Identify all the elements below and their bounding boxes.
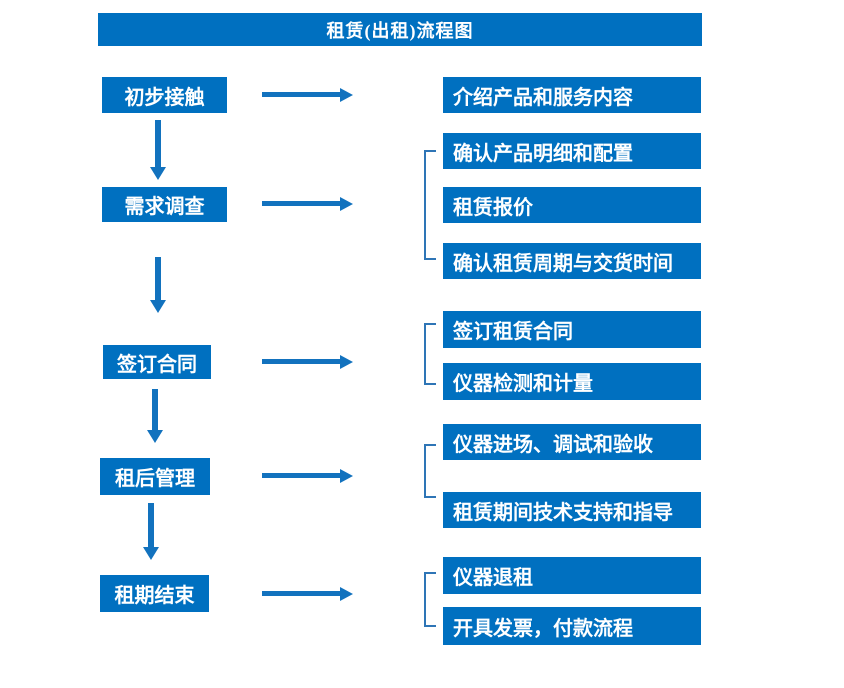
stage-box-rental-end: 租期结束 — [100, 575, 209, 612]
group-bracket-sign-contract — [424, 323, 436, 385]
arrow-shaft — [262, 201, 342, 206]
down-arrow-1 — [150, 120, 166, 180]
stage-box-demand-survey: 需求调查 — [102, 187, 227, 222]
stage-box-post-rental-management: 租后管理 — [100, 458, 210, 495]
arrow-shaft — [262, 359, 342, 364]
stage-box-sign-contract: 签订合同 — [103, 345, 211, 379]
output-box-instrument-setup: 仪器进场、调试和验收 — [443, 424, 701, 460]
output-box-introduce-products: 介绍产品和服务内容 — [443, 77, 701, 113]
arrow-shaft — [155, 120, 161, 169]
output-box-confirm-details: 确认产品明细和配置 — [443, 133, 701, 169]
right-arrow-5 — [262, 587, 353, 601]
arrow-head-icon — [340, 469, 353, 483]
diagram-title: 租赁(出租)流程图 — [98, 13, 702, 46]
right-arrow-4 — [262, 469, 353, 483]
output-box-sign-rental-contract: 签订租赁合同 — [443, 311, 701, 348]
down-arrow-2 — [150, 257, 166, 313]
arrow-head-icon — [340, 197, 353, 211]
arrow-shaft — [262, 92, 342, 97]
arrow-head-icon — [340, 88, 353, 102]
output-box-confirm-period-delivery: 确认租赁周期与交货时间 — [443, 243, 701, 279]
down-arrow-4 — [143, 503, 159, 560]
arrow-head-icon — [340, 587, 353, 601]
output-box-tech-support: 租赁期间技术支持和指导 — [443, 492, 701, 528]
output-box-instrument-return: 仪器退租 — [443, 557, 701, 594]
arrow-shaft — [152, 389, 158, 432]
right-arrow-1 — [262, 88, 353, 102]
arrow-head-icon — [340, 355, 353, 369]
output-box-invoice-payment: 开具发票，付款流程 — [443, 607, 701, 645]
group-bracket-post-rental — [424, 444, 436, 498]
right-arrow-2 — [262, 197, 353, 211]
arrow-head-icon — [150, 300, 166, 313]
arrow-head-icon — [147, 430, 163, 443]
arrow-shaft — [262, 473, 342, 478]
output-box-rental-quote: 租赁报价 — [443, 187, 701, 223]
arrow-head-icon — [143, 547, 159, 560]
arrow-shaft — [148, 503, 154, 549]
arrow-shaft — [155, 257, 161, 302]
stage-box-initial-contact: 初步接触 — [102, 77, 227, 113]
arrow-head-icon — [150, 167, 166, 180]
arrow-shaft — [262, 591, 342, 596]
output-box-instrument-testing: 仪器检测和计量 — [443, 363, 701, 400]
right-arrow-3 — [262, 355, 353, 369]
down-arrow-3 — [147, 389, 163, 443]
group-bracket-demand-survey — [424, 150, 436, 260]
group-bracket-rental-end — [424, 572, 436, 627]
